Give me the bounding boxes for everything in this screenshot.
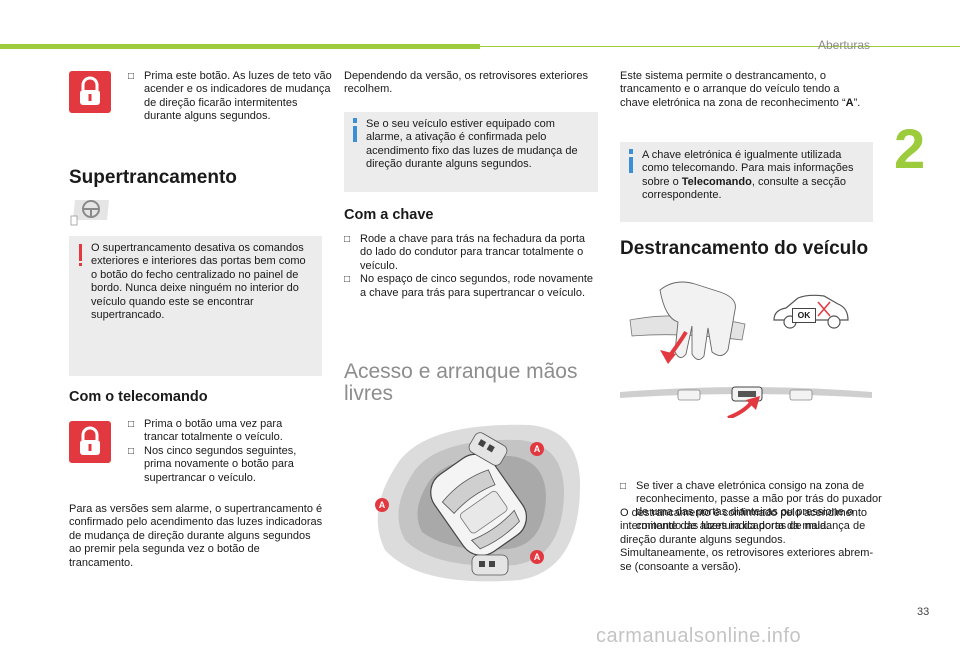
lock-icon	[69, 421, 111, 463]
system-paragraph: Este sistema permite o destrancamento, o…	[620, 70, 861, 109]
supertrancamento-paragraph: Para as versões sem alarme, o supertranc…	[69, 503, 323, 569]
info-text-key: A chave eletrónica é igualmente utilizad…	[642, 149, 854, 202]
section-title: Aberturas	[817, 38, 870, 52]
info-box-key: A chave eletrónica é igualmente utilizad…	[620, 142, 873, 222]
warning-icon	[79, 244, 82, 261]
bullet-marker-icon: □	[620, 480, 627, 492]
remote-bullets: □ Prima o botão uma vez para trancar tot…	[128, 418, 318, 485]
unlock-confirmation-paragraph: O destrancamento é confirmado pelo acend…	[620, 507, 874, 573]
info-icon-bar	[353, 126, 357, 142]
bullet-marker-icon: □	[344, 274, 351, 286]
heading-remote: Com o telecomando	[69, 389, 208, 405]
heading-key: Com a chave	[344, 207, 434, 223]
list-item: □ Nos cinco segundos seguintes, prima no…	[128, 444, 297, 484]
header-accent-bar	[0, 44, 480, 49]
heading-unlock: Destrancamento do veículo	[620, 238, 869, 259]
zone-a-icon: A	[375, 498, 389, 512]
heading-hands-free: Acesso e arranque mãos livres	[344, 360, 578, 405]
mirrors-paragraph: Dependendo da versão, os retrovisores ex…	[344, 70, 588, 96]
bullet-marker-icon: □	[128, 71, 135, 82]
intro-bullet: □ Prima este botão. As luzes de teto vão…	[128, 70, 332, 123]
hand-door-handle-illustration	[620, 280, 755, 368]
bullet-marker-icon: □	[128, 419, 135, 430]
chapter-number: 2	[894, 117, 926, 180]
tailgate-handle-illustration	[620, 378, 872, 420]
header-rule	[480, 46, 960, 47]
warning-icon-dot	[79, 263, 82, 266]
door-handle-front-icon	[468, 432, 508, 466]
steering-wheel-icon	[69, 196, 113, 228]
watermark: carmanualsonline.info	[596, 625, 802, 647]
heading-supertrancamento: Supertrancamento	[69, 167, 237, 188]
ok-badge: OK	[792, 308, 816, 323]
door-handle-rear-icon	[471, 554, 509, 576]
info-icon	[353, 118, 357, 123]
unlock-bullet: □ Se tiver a chave eletrónica consigo na…	[620, 479, 882, 532]
info-icon	[629, 149, 633, 154]
zone-a-icon: A	[530, 442, 544, 456]
list-item: □ Prima o botão uma vez para trancar tot…	[128, 418, 283, 444]
bullet-marker-icon: □	[128, 445, 135, 457]
info-text-alarm: Se o seu veículo estiver equipado com al…	[366, 118, 578, 171]
hands-free-zone-illustration	[360, 420, 585, 585]
zone-a-icon: A	[530, 550, 544, 564]
info-box-alarm: Se o seu veículo estiver equipado com al…	[344, 112, 598, 192]
lock-icon	[69, 71, 111, 113]
page-number: 33	[917, 606, 930, 618]
info-icon-bar	[629, 157, 633, 173]
list-item: □ No espaço de cinco segundos, rode nova…	[344, 273, 593, 299]
arrow-icon	[727, 396, 760, 420]
list-item: □ Rode a chave para trás na fechadura da…	[344, 233, 586, 272]
key-bullets: □ Rode a chave para trás na fechadura da…	[344, 233, 594, 300]
arrow-icon	[660, 330, 688, 364]
bullet-marker-icon: □	[344, 234, 351, 245]
warning-box: O supertrancamento desativa os comandos …	[69, 236, 322, 376]
warning-text: O supertrancamento desativa os comandos …	[91, 242, 306, 322]
